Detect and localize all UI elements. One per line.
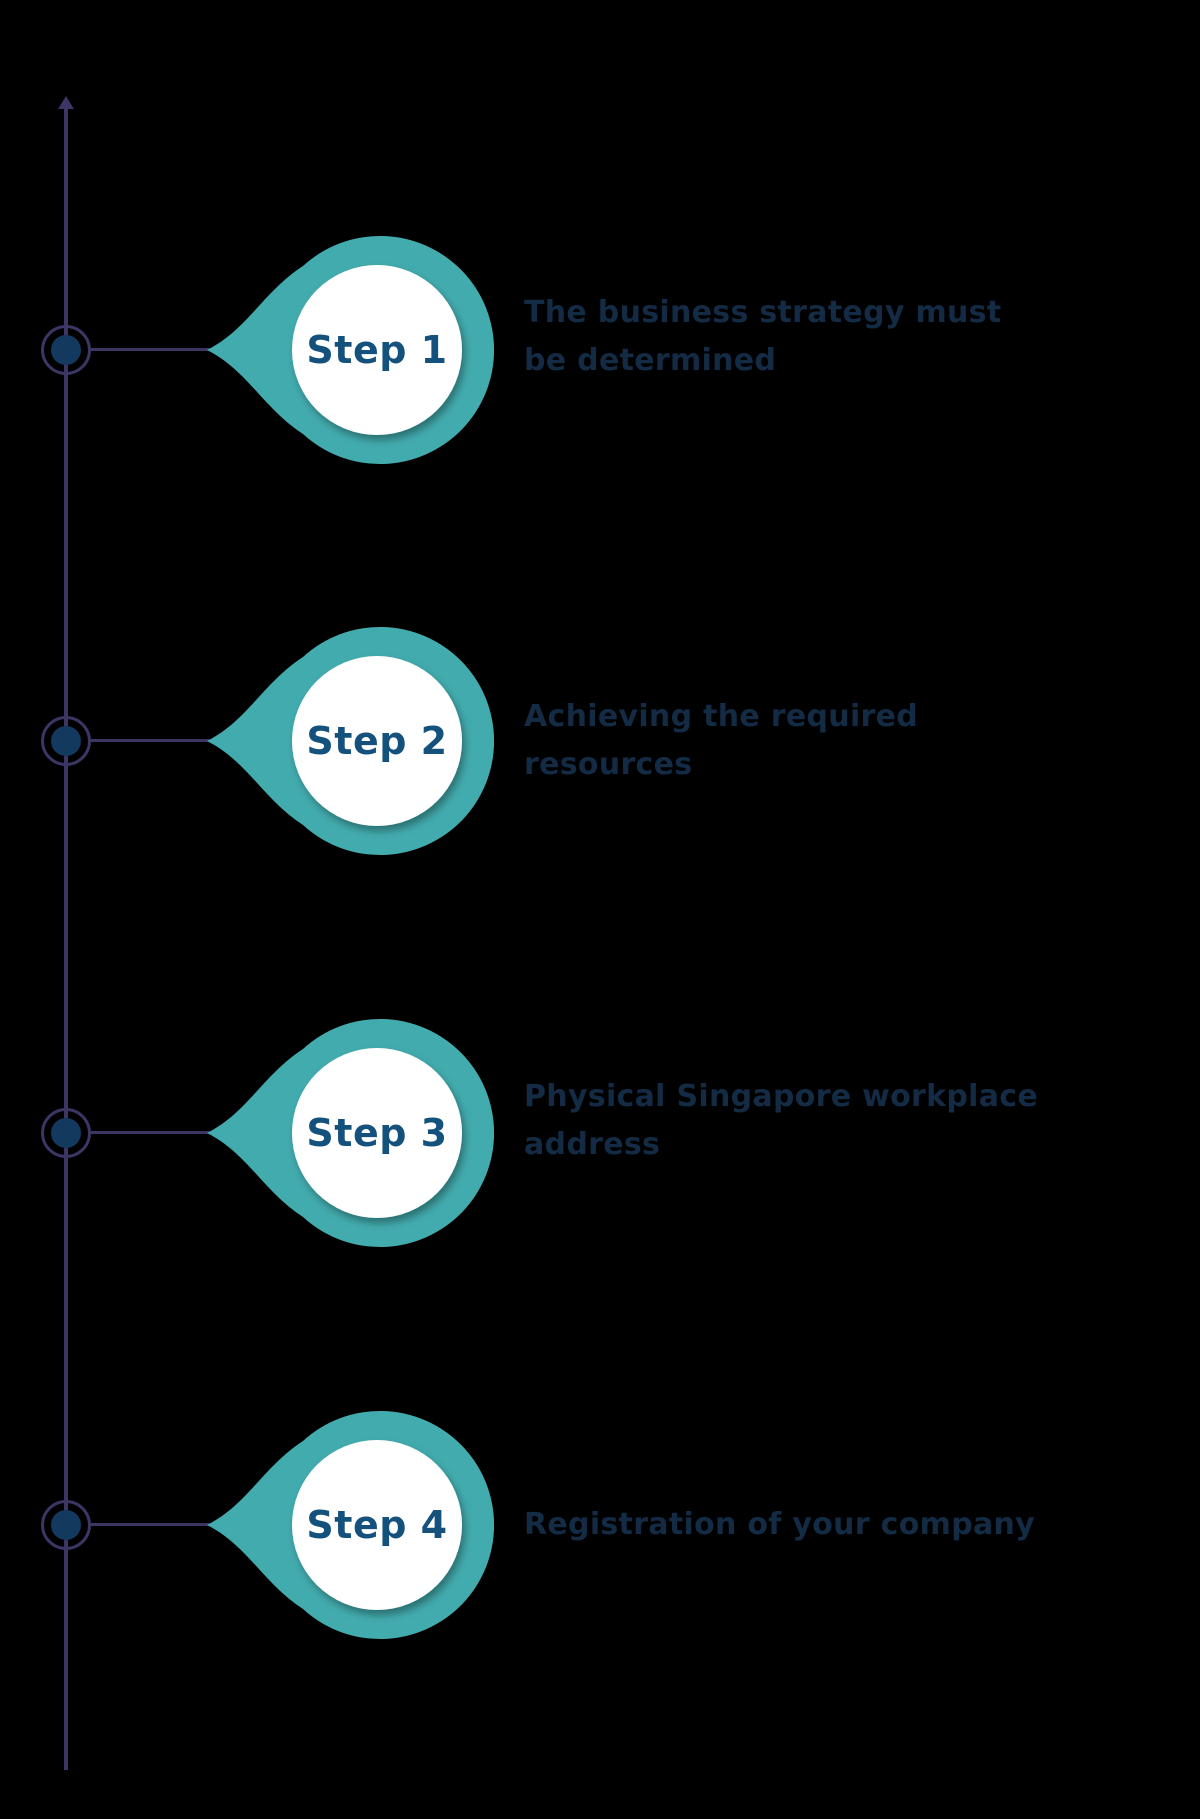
step-teardrop-marker (205, 1013, 495, 1253)
node-connector-line (91, 348, 213, 351)
timeline-node-dot (51, 335, 81, 365)
step-description: Registration of your company (524, 1507, 1036, 1542)
step-description: The business strategy must be determined (524, 295, 1002, 378)
timeline-axis-line (64, 108, 68, 1770)
timeline-node-ring (41, 325, 91, 375)
node-connector-line (91, 1131, 213, 1134)
step-description: Physical Singapore workplace address (524, 1079, 1039, 1162)
timeline-node-ring (41, 716, 91, 766)
step-label: Step 3 (306, 1111, 448, 1155)
timeline-node-ring (41, 1108, 91, 1158)
step-teardrop-marker (205, 230, 495, 470)
timeline-arrowhead-icon (58, 96, 74, 109)
step-label: Step 4 (306, 1503, 448, 1547)
step-label: Step 1 (306, 328, 448, 372)
timeline-node-dot (51, 726, 81, 756)
node-connector-line (91, 1523, 213, 1526)
node-connector-line (91, 739, 213, 742)
timeline-node-dot (51, 1510, 81, 1540)
step-description: Achieving the required resources (524, 699, 919, 782)
timeline-node-ring (41, 1500, 91, 1550)
timeline-node-dot (51, 1118, 81, 1148)
step-label: Step 2 (306, 719, 448, 763)
step-teardrop-marker (205, 621, 495, 861)
step-teardrop-marker (205, 1405, 495, 1645)
